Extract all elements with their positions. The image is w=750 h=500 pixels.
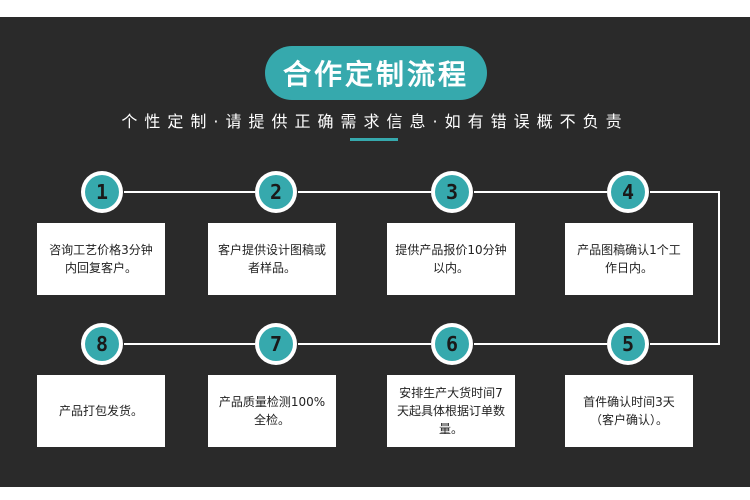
step-1-circle: 1 — [81, 171, 123, 213]
page-title: 合作定制流程 — [265, 46, 487, 100]
step-6-box: 安排生产大货时间7天起具体根据订单数量。 — [387, 375, 515, 447]
step-7-number: 7 — [259, 327, 293, 361]
step-6-circle: 6 — [431, 323, 473, 365]
step-3-box: 提供产品报价10分钟以内。 — [387, 223, 515, 295]
step-2-box: 客户提供设计图稿或者样品。 — [208, 223, 336, 295]
step-5-circle: 5 — [607, 323, 649, 365]
title-underline — [350, 138, 398, 141]
step-4-number: 4 — [611, 175, 645, 209]
step-2-circle: 2 — [255, 171, 297, 213]
step-5-box: 首件确认时间3天（客户确认）。 — [565, 375, 693, 447]
step-4-box: 产品图稿确认1个工作日内。 — [565, 223, 693, 295]
step-6-number: 6 — [435, 327, 469, 361]
step-4-circle: 4 — [607, 171, 649, 213]
step-2-number: 2 — [259, 175, 293, 209]
step-3-number: 3 — [435, 175, 469, 209]
step-8-box: 产品打包发货。 — [37, 375, 165, 447]
step-8-number: 8 — [85, 327, 119, 361]
step-1-box: 咨询工艺价格3分钟内回复客户。 — [37, 223, 165, 295]
step-8-circle: 8 — [81, 323, 123, 365]
step-5-number: 5 — [611, 327, 645, 361]
step-7-box: 产品质量检测100%全检。 — [208, 375, 336, 447]
step-3-circle: 3 — [431, 171, 473, 213]
connector-4-5 — [650, 191, 720, 345]
page-subtitle: 个性定制·请提供正确需求信息·如有错误概不负责 — [121, 112, 629, 131]
step-7-circle: 7 — [255, 323, 297, 365]
step-1-number: 1 — [85, 175, 119, 209]
